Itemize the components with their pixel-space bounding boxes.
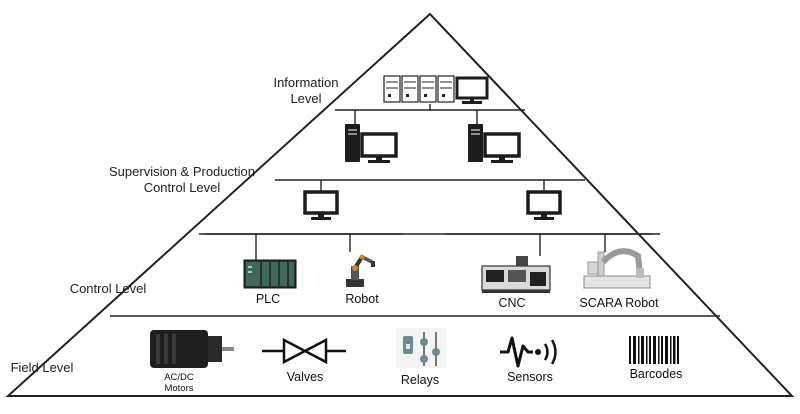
device-label-sensors: Sensors <box>507 370 553 384</box>
cnc-machine-icon <box>481 256 551 293</box>
sensor-icon <box>500 336 557 368</box>
device-label-plc: PLC <box>255 292 281 306</box>
workstation-icon-left <box>345 124 398 163</box>
monitor-icon-left <box>303 190 339 220</box>
valve-icon <box>262 337 346 365</box>
device-label-motors-line1: AC/DC <box>164 372 194 383</box>
device-label-robot: Robot <box>345 292 379 306</box>
level-label-supervision: Supervision & Production Control Level <box>82 164 282 196</box>
device-label-motors-line2: Motors <box>164 383 194 394</box>
level-label-information-line2: Level <box>290 91 322 106</box>
monitor-icon-right <box>526 190 562 220</box>
barcode-icon <box>629 336 679 364</box>
server-rack-icon <box>383 75 455 103</box>
level-label-information: Information Level <box>256 75 356 107</box>
device-label-cnc: CNC <box>498 296 526 310</box>
level-label-supervision-line1: Supervision & Production <box>109 164 255 179</box>
monitor-icon <box>455 76 489 104</box>
device-label-scara: SCARA Robot <box>579 296 659 310</box>
device-label-barcodes: Barcodes <box>629 367 683 381</box>
level-label-control: Control Level <box>69 281 147 296</box>
device-label-motors: AC/DC Motors <box>164 372 194 394</box>
pyramid-outline <box>5 12 795 397</box>
motor-icon <box>150 330 234 368</box>
workstation-icon-right <box>468 124 521 163</box>
device-label-relays: Relays <box>400 373 440 387</box>
scara-robot-icon <box>583 248 651 289</box>
plc-icon <box>243 259 297 289</box>
device-label-valves: Valves <box>286 370 324 384</box>
level-label-supervision-line2: Control Level <box>143 180 221 195</box>
level-label-field: Field Level <box>10 360 74 375</box>
relay-icon <box>396 328 446 368</box>
level-label-information-line1: Information <box>273 75 339 90</box>
robot-arm-icon <box>346 254 375 287</box>
